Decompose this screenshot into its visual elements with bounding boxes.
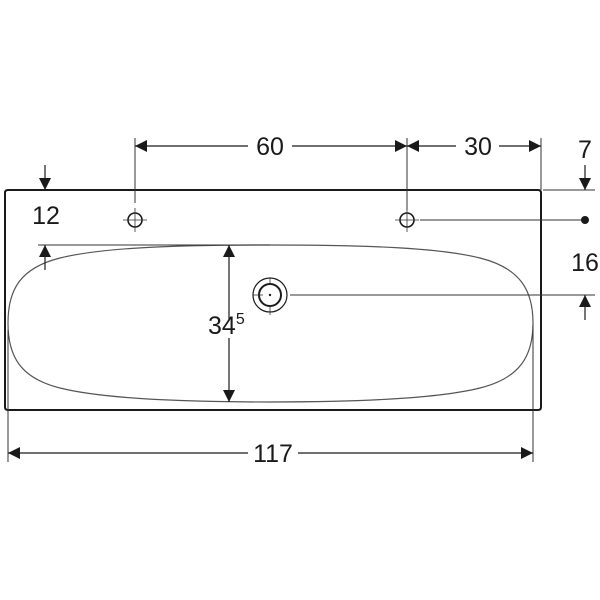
dimension-34-5: 345 xyxy=(208,245,245,402)
dimension-12: 12 xyxy=(32,165,270,270)
dimension-117: 117 xyxy=(7,325,534,468)
drain xyxy=(252,277,288,315)
dimension-117-label: 117 xyxy=(253,440,293,468)
right-tap-hole xyxy=(395,208,419,232)
left-tap-hole xyxy=(123,208,147,232)
dimension-60-label: 60 xyxy=(256,133,284,161)
dimension-16-label: 16 xyxy=(571,249,599,277)
dimension-7-label: 7 xyxy=(578,136,592,164)
dimension-16: 16 xyxy=(290,249,599,320)
dimension-7: 7 xyxy=(543,136,595,191)
dimension-12-label: 12 xyxy=(32,202,60,230)
tap-axis-line xyxy=(420,216,589,224)
dimension-34-5-label: 345 xyxy=(208,311,245,340)
dimension-30-label: 30 xyxy=(464,133,492,161)
basin-bowl xyxy=(7,244,534,403)
basin-outline xyxy=(4,189,542,411)
dimension-60: 60 xyxy=(134,133,408,210)
dimension-30: 30 xyxy=(407,133,542,190)
